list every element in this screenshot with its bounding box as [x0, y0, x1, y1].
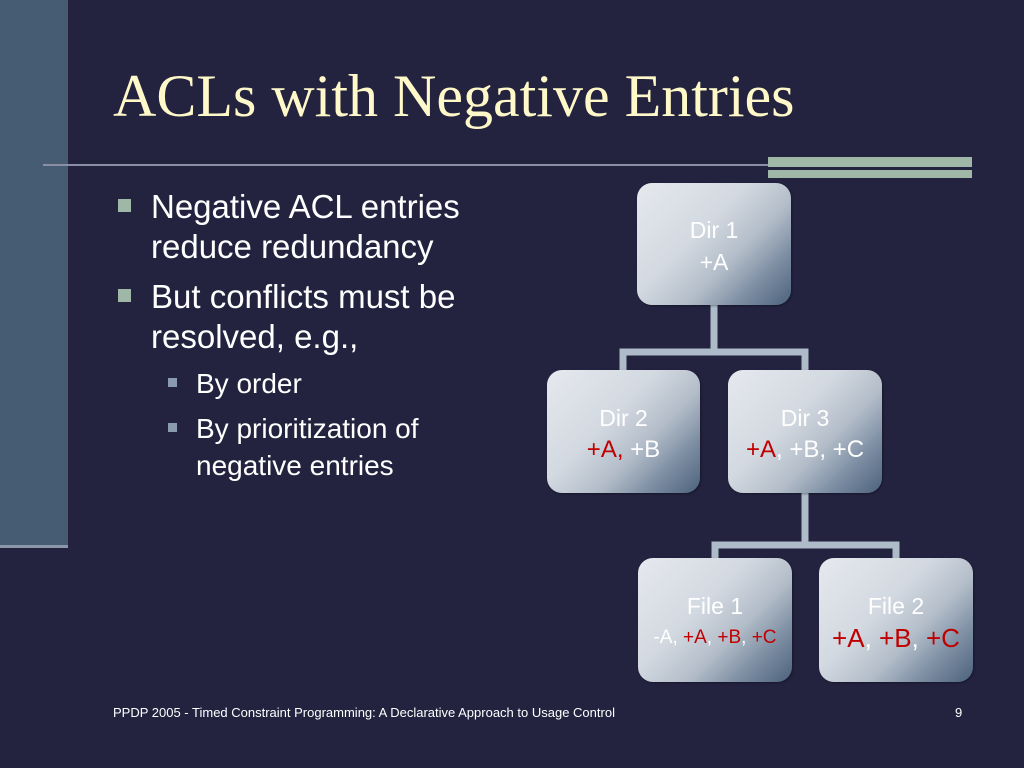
acl-entry: , [741, 627, 752, 648]
bullet-list: Negative ACL entries reduce redundancy B… [113, 187, 503, 494]
acl-entry: , [706, 627, 718, 648]
sub-bullet-list: By order By prioritization of negative e… [151, 365, 503, 484]
slide-title: ACLs with Negative Entries [113, 63, 795, 129]
footer-text: PPDP 2005 - Timed Constraint Programming… [113, 705, 615, 720]
acl-entry: +C [751, 627, 777, 648]
bullet-marker [118, 199, 131, 212]
node-acl: +A, +B, +C [832, 622, 960, 654]
acl-entry: +A [699, 249, 729, 275]
acl-entry: +A [683, 627, 707, 648]
node-acl: +A [700, 246, 729, 278]
bullet-item: Negative ACL entries reduce redundancy [113, 187, 503, 267]
sub-bullet-marker [168, 378, 177, 387]
acl-entry: +B [879, 623, 912, 653]
acl-entry: , [864, 623, 880, 653]
bullet-text: But conflicts must be resolved, e.g., [151, 278, 456, 355]
left-decor-bar-edge [0, 545, 68, 548]
acl-entry: +A [745, 435, 776, 463]
node-acl: -A, +A, +B, +C [653, 622, 776, 654]
accent-bar-lower [768, 170, 972, 178]
node-label: Dir 2 [599, 404, 648, 431]
acl-entry: , +B, +C [775, 435, 865, 463]
bullet-marker [118, 289, 131, 302]
acl-entry: +B [717, 627, 742, 648]
tree-node-file-2: File 2 +A, +B, +C [819, 558, 973, 682]
node-acl: +A, +B, +C [746, 434, 864, 466]
left-decor-bar [0, 0, 68, 545]
acl-entry: +C [926, 623, 960, 653]
sub-bullet-item: By prioritization of negative entries [151, 410, 503, 484]
sub-bullet-item: By order [151, 365, 503, 402]
accent-bar [768, 157, 972, 167]
node-label: Dir 3 [780, 404, 830, 431]
sub-bullet-marker [168, 423, 177, 432]
acl-entry: +B [623, 435, 661, 463]
page-number: 9 [955, 705, 963, 720]
tree-node-dir-1: Dir 1 +A [637, 183, 791, 305]
acl-entry: , [911, 623, 926, 653]
node-label: File 1 [686, 593, 744, 619]
tree-node-dir-3: Dir 3 +A, +B, +C [728, 370, 882, 493]
sub-bullet-text: By order [196, 368, 302, 399]
title-rule [43, 164, 770, 166]
acl-entry: -A, [653, 627, 684, 648]
node-label: File 2 [867, 593, 925, 619]
acl-entry: +A [832, 623, 865, 653]
node-label: Dir 1 [689, 217, 739, 243]
sub-bullet-text: By prioritization of negative entries [196, 413, 419, 481]
bullet-text: Negative ACL entries reduce redundancy [151, 188, 460, 265]
tree-node-file-1: File 1 -A, +A, +B, +C [638, 558, 792, 682]
bullet-item: But conflicts must be resolved, e.g., By… [113, 277, 503, 484]
tree-node-dir-2: Dir 2 +A, +B [547, 370, 700, 493]
acl-entry: +A, [586, 435, 624, 463]
node-acl: +A, +B [587, 434, 660, 466]
